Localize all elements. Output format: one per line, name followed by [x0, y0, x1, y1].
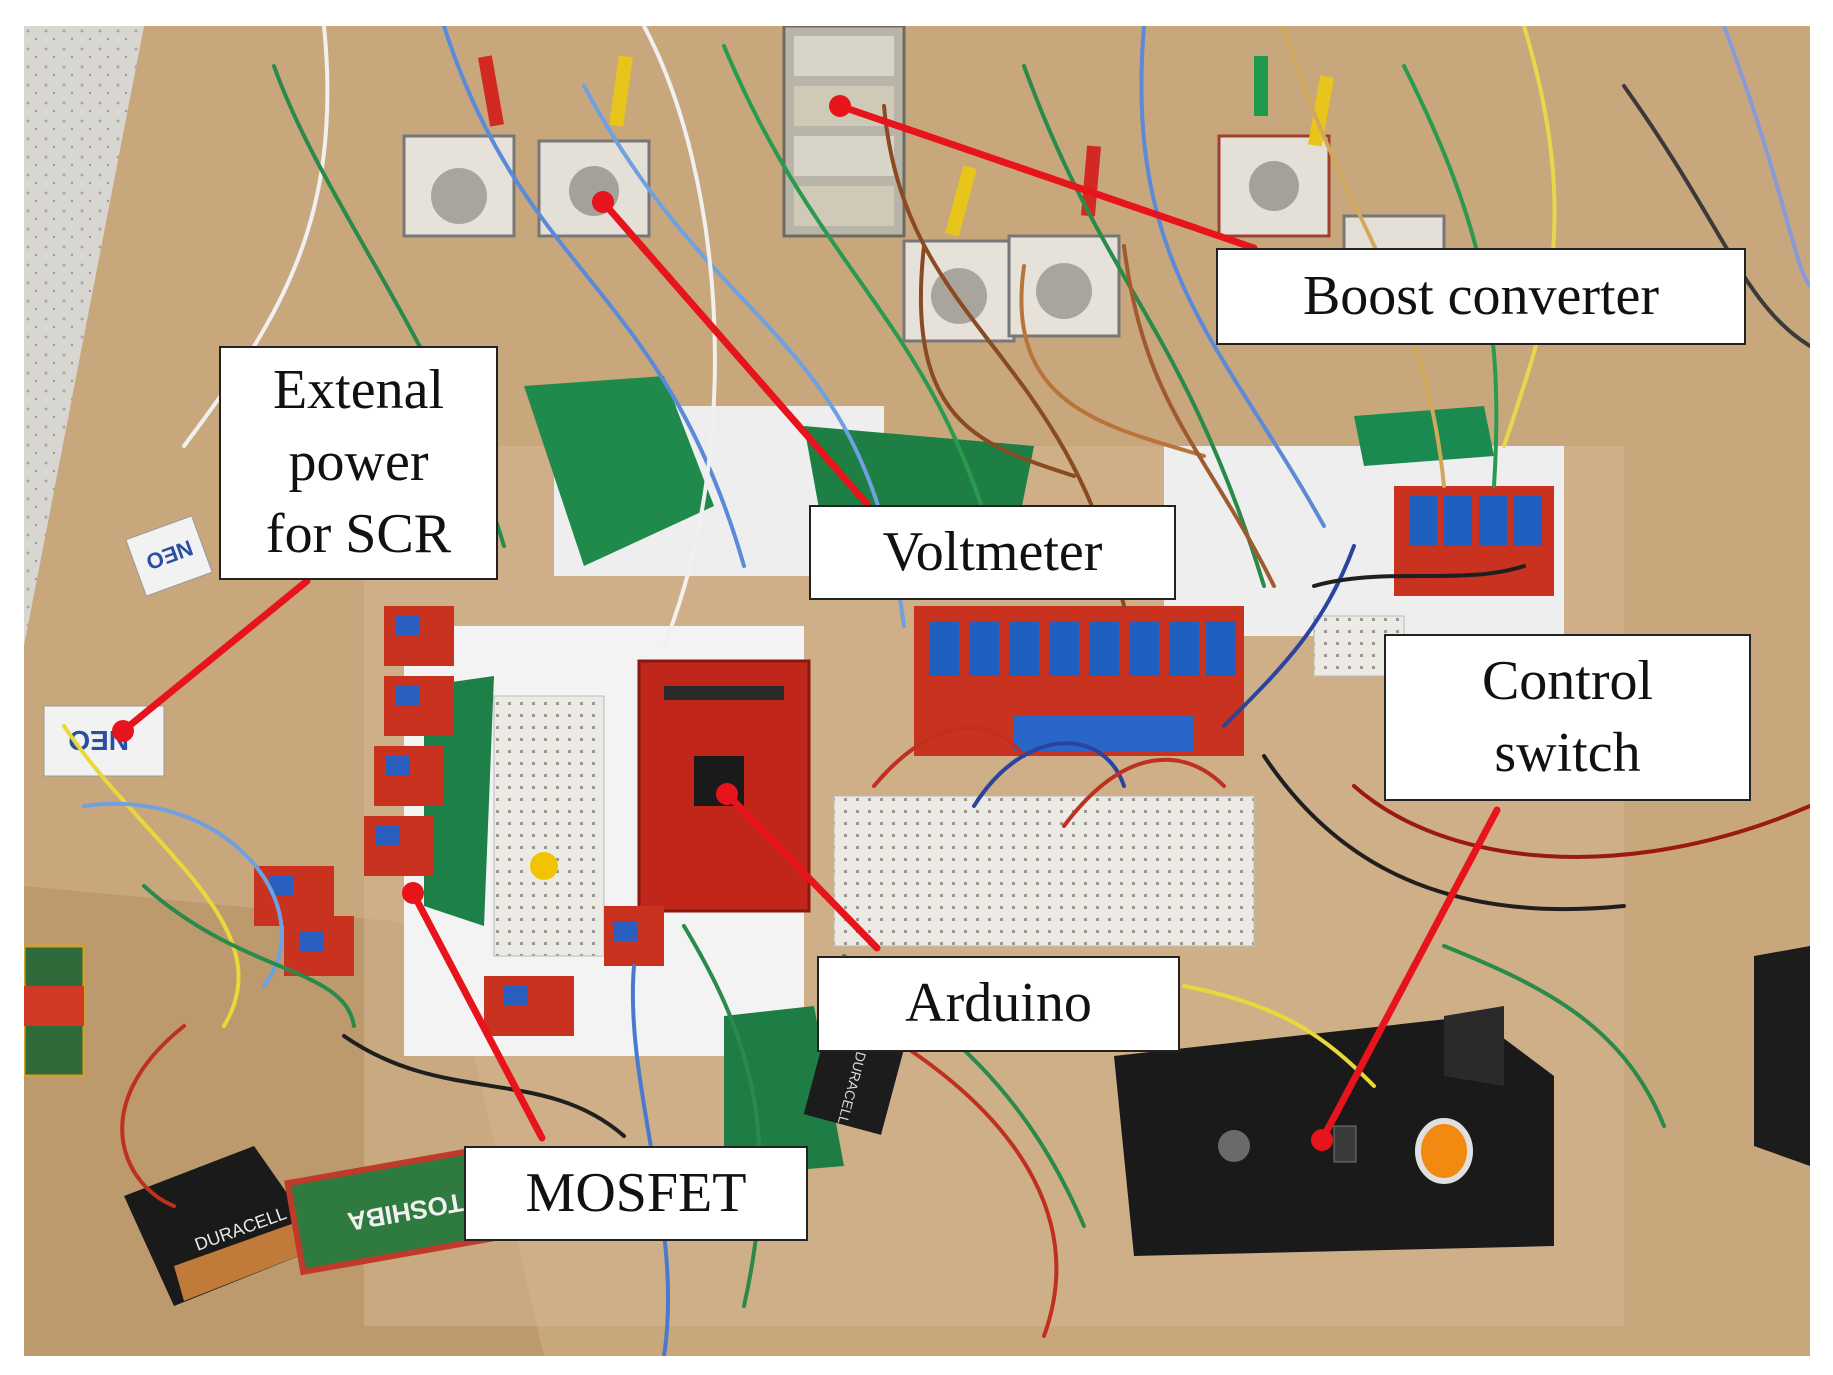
leader-line-control-switch	[1318, 806, 1501, 1144]
analog-meter-1	[402, 134, 516, 238]
relay-board-16ch	[914, 606, 1244, 756]
control-switch-box	[1114, 1006, 1554, 1256]
mosfet-blue-terminals	[269, 616, 638, 1006]
callout-control-switch: Control switch	[1384, 634, 1751, 801]
analog-meter-4	[1007, 234, 1121, 338]
leader-line-arduino	[723, 790, 881, 952]
breadboard-center	[833, 795, 1255, 947]
leader-line-voltmeter	[599, 198, 871, 508]
callout-voltmeter: Voltmeter	[809, 505, 1176, 600]
battery-neo-1: NEO	[125, 515, 213, 597]
relay-board-4ch	[1394, 486, 1554, 596]
green-tape-1	[524, 376, 714, 566]
analog-meter-5	[1217, 134, 1331, 238]
green-tape-3	[424, 676, 494, 926]
battery-green-left	[24, 944, 86, 1078]
battery-duracell-bottom: DURACELL	[124, 1146, 324, 1306]
callout-mosfet: MOSFET	[464, 1146, 808, 1241]
green-tape-4	[724, 1006, 844, 1176]
callout-arduino: Arduino	[817, 956, 1180, 1052]
analog-meter-2	[537, 139, 651, 238]
leader-line-external-power	[119, 577, 311, 735]
alligator-clips	[478, 55, 1334, 237]
breadboard-left	[493, 695, 605, 957]
leader-lines	[119, 102, 1501, 1144]
leader-line-boost	[836, 102, 1258, 252]
green-tape-5	[1354, 406, 1494, 466]
yellow-knob	[530, 852, 558, 880]
battery-duracell-mid: DURACELL	[803, 1027, 905, 1135]
callout-boost-converter: Boost converter	[1216, 248, 1746, 345]
right-dark-item	[1754, 946, 1810, 1166]
callout-external-power: Extenal power for SCR	[219, 346, 498, 580]
leader-line-mosfet	[409, 889, 546, 1142]
leader-dots	[112, 95, 1333, 1151]
